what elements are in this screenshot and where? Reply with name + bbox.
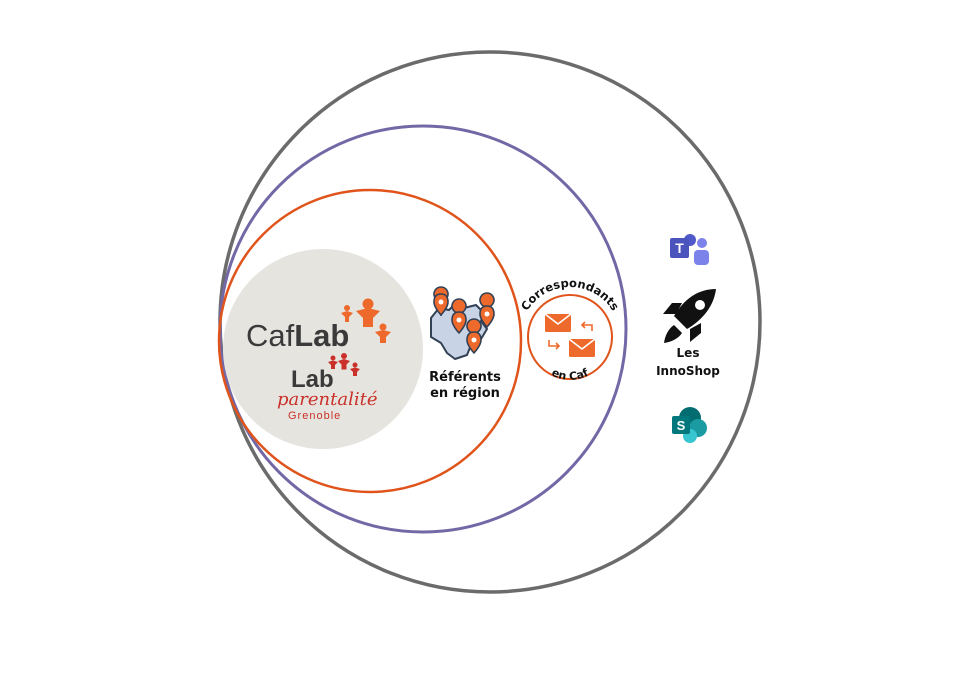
inner-ring-referents [217,188,523,494]
lab-parentalite-parentalite-text: parentalité [277,389,378,410]
teams-icon: T [670,234,709,265]
referents-label-line1: Référents [429,370,501,385]
lab-parentalite-logo: Lab parentalité Grenoble [277,353,378,422]
correspondants-ring [527,294,613,380]
innoshop-label-line1: Les [677,346,700,360]
referents-label-line2: en région [430,386,500,401]
small-people-icon [328,353,360,376]
innoshop-label-line2: InnoShop [656,364,720,378]
svg-text:T: T [675,240,684,256]
rocket-icon [663,289,716,343]
caflab-lab-text: Lab [294,318,349,353]
sharepoint-icon: S [672,407,707,443]
correspondants-label-bottom: en Caf [550,366,591,383]
people-figures-icon [341,298,391,343]
svg-text:S: S [677,418,686,433]
map-pins-icon [430,286,495,360]
caflab-caf-text: Caf [246,318,295,353]
mail-exchange-icon [544,313,596,357]
lab-parentalite-lab-text: Lab [291,366,334,393]
svg-text:CafLab: CafLab [246,318,349,353]
core-disc [223,249,423,449]
caflab-logo: CafLab [246,298,391,353]
lab-parentalite-city-text: Grenoble [288,410,341,422]
